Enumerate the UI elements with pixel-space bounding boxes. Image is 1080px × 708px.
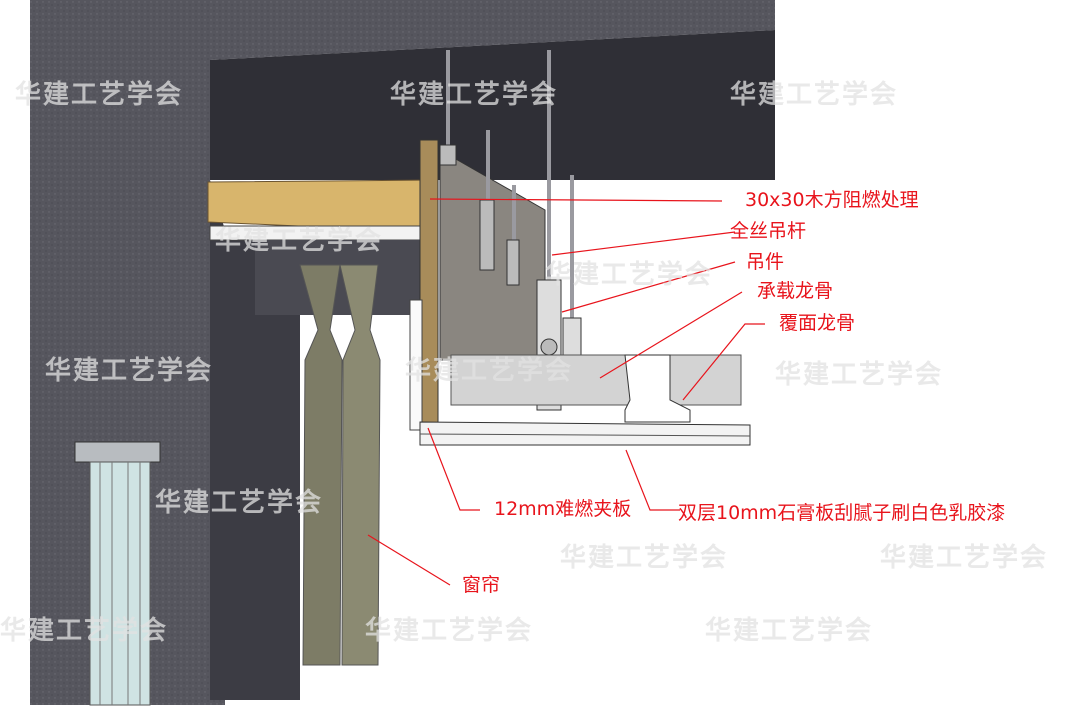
concrete-slab-and-wall — [30, 0, 775, 440]
label-cover-keel: 覆面龙骨 — [779, 312, 856, 334]
label-hanger: 吊件 — [746, 251, 785, 273]
label-wood-batten: 30x30木方阻燃处理 — [745, 189, 919, 211]
watermark: 华建工艺学会 — [365, 616, 534, 646]
angle-brackets — [439, 144, 520, 286]
label-main-keel: 承载龙骨 — [757, 280, 834, 302]
hanger-clip — [562, 317, 582, 359]
watermark: 华建工艺学会 — [215, 226, 384, 256]
label-curtain: 窗帘 — [462, 574, 501, 596]
watermark: 华建工艺学会 — [880, 543, 1049, 573]
watermark: 华建工艺学会 — [545, 260, 714, 290]
slab-underside — [210, 30, 775, 180]
label-threaded-rod: 全丝吊杆 — [730, 220, 807, 242]
window-frame — [74, 441, 161, 706]
watermark: 华建工艺学会 — [390, 80, 559, 110]
watermark: 华建工艺学会 — [705, 616, 874, 646]
watermark: 华建工艺学会 — [45, 356, 214, 386]
main-keel — [450, 354, 742, 406]
wood-batten — [207, 179, 433, 233]
label-gypsum-board: 双层10mm石膏板刮腻子刷白色乳胶漆 — [678, 502, 1006, 524]
watermark: 华建工艺学会 — [775, 360, 944, 390]
watermark: 华建工艺学会 — [405, 356, 574, 386]
label-plywood: 12mm难燃夹板 — [494, 498, 632, 520]
watermark: 华建工艺学会 — [0, 616, 169, 646]
cover-keel — [624, 354, 691, 423]
gypsum-board — [419, 421, 751, 446]
watermark: 华建工艺学会 — [155, 488, 324, 518]
plywood-edge — [419, 139, 439, 431]
curtain — [299, 264, 381, 666]
plywood-facing — [409, 299, 423, 431]
watermark: 华建工艺学会 — [730, 80, 899, 110]
watermark: 华建工艺学会 — [560, 543, 729, 573]
watermark: 华建工艺学会 — [15, 80, 184, 110]
leader-lines — [367, 198, 765, 586]
hanger-bolt-icon — [540, 338, 558, 356]
